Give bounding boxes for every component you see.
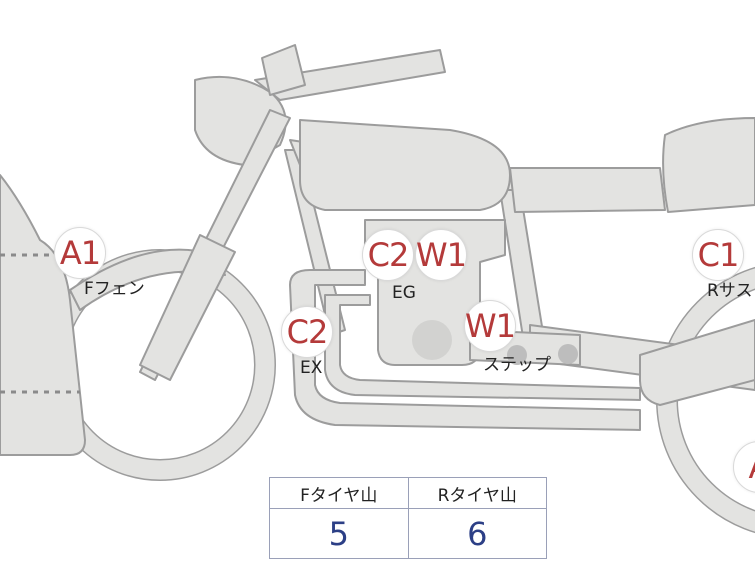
exhaust-pipe-inner (324, 294, 641, 401)
rear-tire-header: Rタイヤ山 (407, 477, 547, 509)
marker-c2-engine: C2 (362, 229, 414, 281)
seat (509, 167, 666, 213)
marker-c2-exhaust: C2 (281, 306, 333, 358)
rear-tire-value: 6 (407, 508, 547, 559)
marker-c1-rear-suspension: C1 (692, 229, 744, 281)
label-front-fender: Fフェン (84, 279, 145, 299)
handlebar-mount (261, 44, 306, 96)
tire-table-header-row: Fタイヤ山 Rタイヤ山 (269, 477, 547, 509)
exhaust-pipe (289, 269, 641, 431)
rear-cowl (662, 117, 755, 213)
label-exhaust: EX (300, 358, 323, 378)
label-rear-suspension: Rサス (707, 281, 753, 301)
front-tire-header: Fタイヤ山 (269, 477, 409, 509)
step-peg-right (558, 344, 578, 364)
label-step: ステップ (483, 355, 551, 375)
marker-w1-step: W1 (464, 300, 516, 352)
marker-a1-front-fender: A1 (54, 227, 106, 279)
front-tire-value: 5 (269, 508, 409, 559)
rear-shock (639, 319, 755, 406)
step-peg-left (507, 345, 527, 365)
left-panel (0, 174, 86, 456)
engine-cover (412, 320, 452, 360)
tire-tread-table: Fタイヤ山 Rタイヤ山 5 6 (269, 477, 547, 559)
fork-outer-tube (139, 234, 236, 381)
tire-table-value-row: 5 6 (269, 508, 547, 559)
marker-w1-engine: W1 (415, 229, 467, 281)
fuel-tank (299, 119, 511, 211)
label-engine: EG (392, 283, 416, 303)
